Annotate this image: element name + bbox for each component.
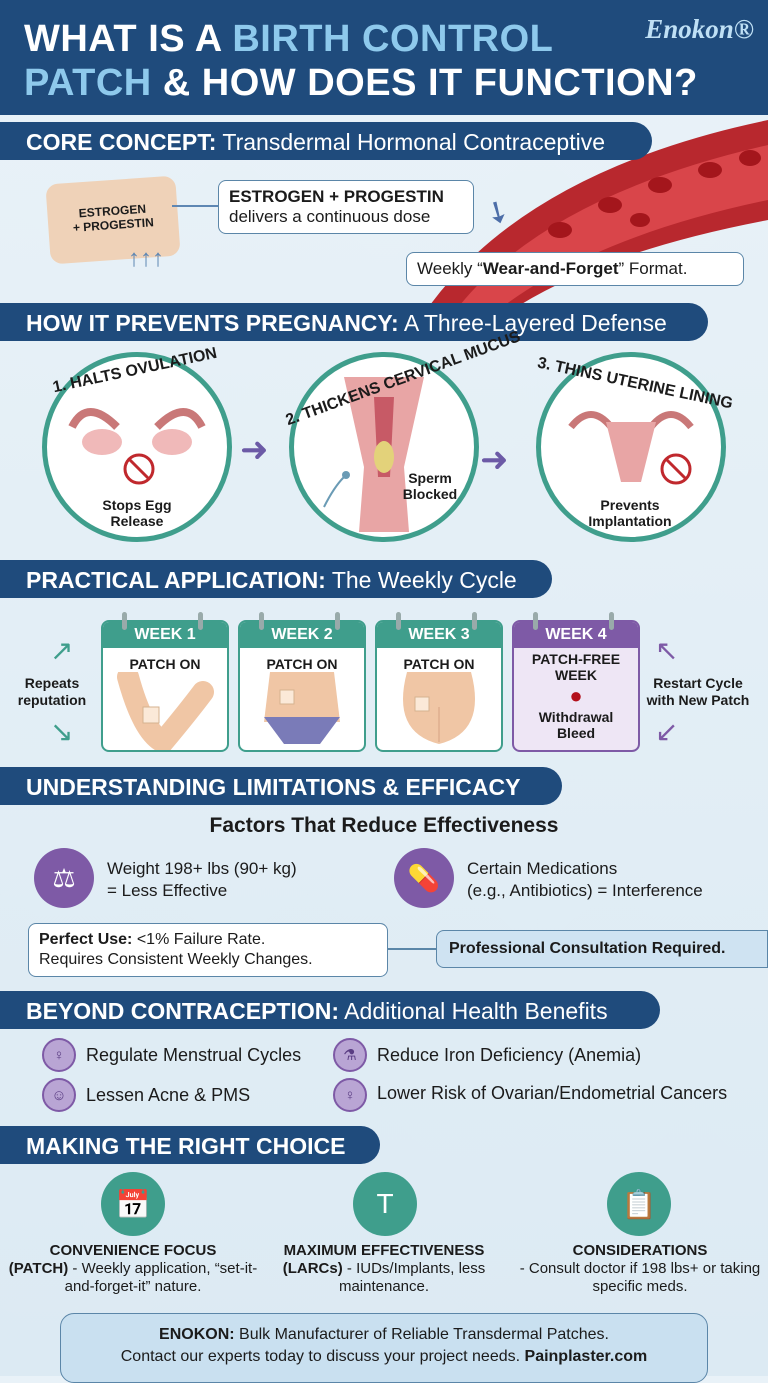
format-callout: Weekly “Wear-and-Forget” Format. (406, 252, 744, 286)
factor-medications: Certain Medications(e.g., Antibiotics) =… (467, 859, 703, 900)
calendar-ring (198, 612, 203, 630)
section-choice-heading: MAKING THE RIGHT CHOICE (0, 1126, 380, 1164)
uterus-icon: ♀ (333, 1078, 367, 1112)
iud-icon: T (353, 1172, 417, 1236)
factor-weight: Weight 198+ lbs (90+ kg)= Less Effective (107, 859, 297, 900)
face-icon: ☺ (42, 1078, 76, 1112)
cycle-arrow-up-icon: ↖ (655, 635, 679, 666)
step-thins-lining (536, 352, 726, 542)
clipboard-check-icon: 📋 (607, 1172, 671, 1236)
page-title-line-1: WHAT IS A BIRTH CONTROL (24, 18, 554, 60)
calendar-ring (472, 612, 477, 630)
blood-drop-icon: ● (569, 683, 583, 708)
section-benefits-heading: BEYOND CONTRACEPTION: Additional Health … (0, 991, 660, 1029)
step-thickens-mucus (289, 352, 479, 542)
benefit-item: Lessen Acne & PMS (86, 1085, 251, 1105)
absorption-arrows-icon: ↑↑↑ (128, 245, 164, 272)
footer-banner: ENOKON: Bulk Manufacturer of Reliable Tr… (60, 1313, 708, 1383)
section-core-concept-heading: CORE CONCEPT: Transdermal Hormonal Contr… (0, 122, 652, 160)
calendar-ring (259, 612, 264, 630)
arm-patch-illustration (117, 666, 214, 750)
cycle-arrow-down-icon: ↘ (50, 716, 74, 747)
header (0, 0, 768, 115)
website-link[interactable]: Painplaster.com (524, 1348, 648, 1365)
connector-line (388, 948, 438, 950)
cycle-arrow-up-icon: ↗ (50, 635, 74, 666)
cervix-illustration (323, 377, 424, 532)
cycle-arrow-down-icon: ↙ (655, 716, 679, 747)
calendar-ring (609, 612, 614, 630)
uterus-icon: ♀ (42, 1038, 76, 1072)
benefit-item: Regulate Menstrual Cycles (86, 1045, 302, 1065)
choice-card-convenience: CONVENIENCE FOCUS(PATCH) - Weekly applic… (8, 1242, 258, 1295)
choice-card-considerations: CONSIDERATIONS- Consult doctor if 198 lb… (519, 1242, 761, 1295)
calendar-clock-icon: 📅 (101, 1172, 165, 1236)
uterus-illustration (568, 411, 694, 485)
consultation-note: Professional Consultation Required. (436, 930, 768, 968)
factors-subheading: Factors That Reduce Effectiveness (209, 814, 559, 837)
pill-bottle-icon: 💊 (394, 848, 454, 908)
arrow-icon: ➜ (240, 431, 269, 469)
calendar-ring (335, 612, 340, 630)
benefit-item: Lower Risk of Ovarian/Endometrial Cancer… (377, 1083, 728, 1103)
page-title-line-2: PATCH & HOW DOES IT FUNCTION? (24, 62, 698, 104)
calendar-ring (396, 612, 401, 630)
scale-icon: ⚖ (34, 848, 94, 908)
connector-line (172, 205, 218, 207)
step-halts-ovulation (42, 352, 232, 542)
section-limitations-heading: UNDERSTANDING LIMITATIONS & EFFICACY (0, 767, 562, 805)
benefit-item: Reduce Iron Deficiency (Anemia) (377, 1045, 642, 1065)
abdomen-patch-illustration (264, 672, 340, 744)
choice-card-effectiveness: MAXIMUM EFFECTIVENESS(LARCs) - IUDs/Impl… (282, 1242, 486, 1295)
enokon-logo: Enokon® (645, 14, 754, 44)
calendar-ring (122, 612, 127, 630)
calendar-ring (533, 612, 538, 630)
ovaries-illustration (68, 408, 206, 485)
section-practical-heading: PRACTICAL APPLICATION: The Weekly Cycle (0, 560, 552, 598)
flask-icon: ⚗ (333, 1038, 367, 1072)
section-prevention-heading: HOW IT PREVENTS PREGNANCY: A Three-Layer… (0, 303, 708, 341)
perfect-use-box: Perfect Use: <1% Failure Rate.Requires C… (28, 923, 388, 977)
arrow-icon: ➜ (480, 441, 509, 479)
buttocks-patch-illustration (403, 672, 475, 744)
